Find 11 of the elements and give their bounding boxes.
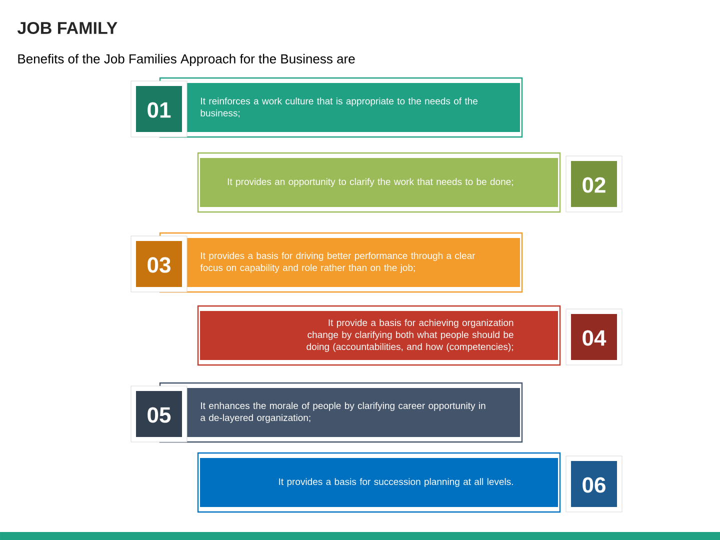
number-box: 04: [566, 308, 622, 366]
number-box: 06: [566, 456, 622, 512]
banner: It provide a basis for achieving organization change by clarifying both what people should be doing (accountabilities, and how (competencies);: [197, 305, 561, 366]
number-box: 05: [130, 386, 188, 442]
number-box: 02: [566, 156, 622, 212]
title: JOB FAMILY: [17, 22, 118, 34]
subtitle: Benefits of the Job Families Approach for the Business are: [18, 54, 355, 66]
banner: It provides an opportunity to clarify the work that needs to be done;: [197, 152, 561, 213]
number-box: 03: [130, 236, 188, 292]
banner: It provides a basis for succession planning at all levels.: [197, 452, 561, 513]
number-box: 01: [130, 80, 188, 138]
